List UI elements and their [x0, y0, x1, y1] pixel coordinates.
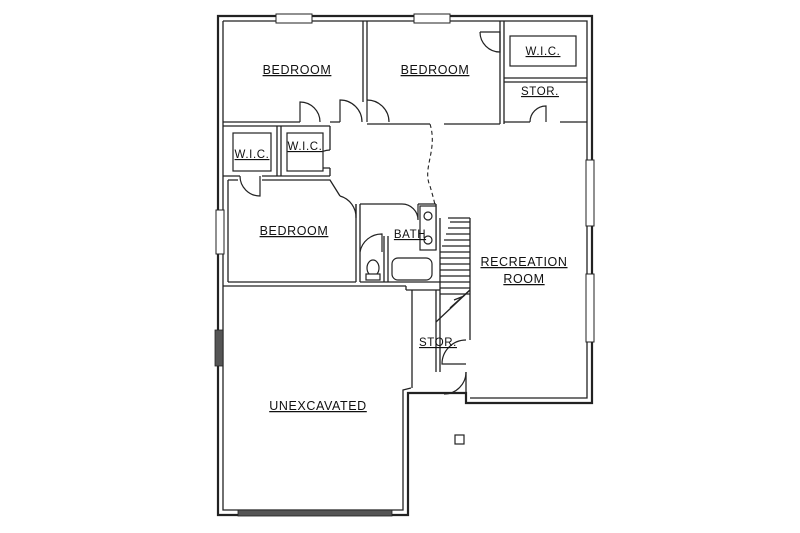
door-bedroom-lower [339, 195, 357, 219]
label-stor-lower: STOR. [419, 337, 457, 349]
window-right-1 [585, 159, 595, 227]
toilet-tank [365, 273, 381, 281]
doors [239, 31, 547, 395]
vent-bottom [237, 509, 393, 517]
label-room: ROOM [503, 272, 544, 286]
vent-left [214, 329, 224, 367]
window-top-2 [413, 13, 451, 24]
label-stor-top: STOR. [521, 86, 559, 98]
label-wic-left-1: W.I.C. [235, 149, 270, 161]
fixtures [232, 35, 577, 445]
window-top-1 [275, 13, 313, 24]
door-wic-top [479, 31, 501, 53]
label-bedroom-top-mid: BEDROOM [401, 63, 470, 77]
wic-left-1-shelf [232, 132, 272, 172]
door-bedroom-2-left [339, 99, 363, 123]
bathtub [391, 257, 433, 281]
wic-left-2-shelf [286, 132, 324, 172]
label-bedroom-top-left: BEDROOM [263, 63, 332, 77]
door-bedroom-1 [299, 101, 321, 123]
interior-walls [223, 21, 587, 393]
windows [214, 13, 595, 517]
room-labels: BEDROOM BEDROOM W.I.C. STOR. W.I.C. W.I.… [235, 46, 567, 413]
wic-top-shelf [509, 35, 577, 67]
label-wic-left-2: W.I.C. [288, 141, 323, 153]
window-left-bedroom [215, 209, 225, 255]
door-wic-1 [239, 175, 261, 197]
label-bedroom-lower: BEDROOM [260, 224, 329, 238]
window-right-2 [585, 273, 595, 343]
label-bath: BATH [394, 229, 426, 241]
label-unexcavated: UNEXCAVATED [269, 399, 367, 413]
label-wic-top-right: W.I.C. [526, 46, 561, 58]
door-bedroom-2-right [366, 99, 390, 123]
sink-1 [423, 211, 433, 221]
door-stor-top [529, 105, 547, 123]
door-stor-lower [441, 339, 467, 365]
door-bath-2 [359, 233, 383, 253]
sink-2 [423, 235, 433, 245]
stairs [435, 217, 471, 323]
label-recreation: RECREATION [480, 255, 567, 269]
post-marker [454, 434, 465, 445]
door-bath [401, 203, 419, 221]
door-stor-lower-2 [443, 371, 467, 395]
